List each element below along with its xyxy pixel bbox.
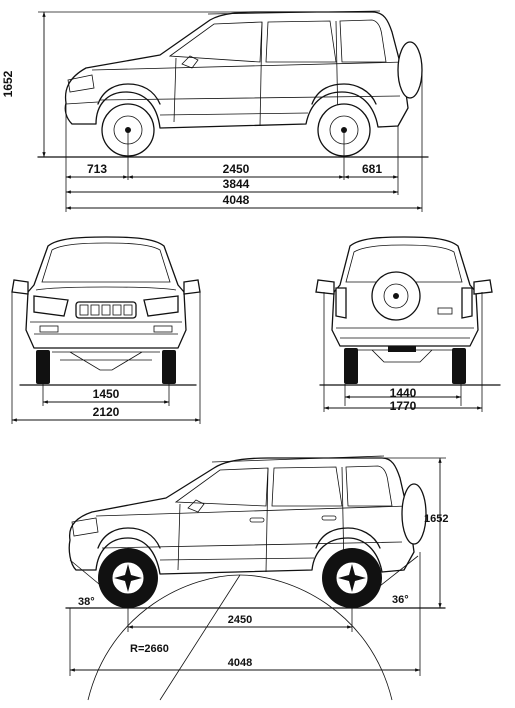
rear-spare-wheel [371, 271, 421, 321]
side-top-height-label: 1652 [1, 70, 15, 97]
total-length-bottom-label: 4048 [228, 657, 252, 669]
wheelbase-top-label: 2450 [223, 162, 250, 176]
side-view-top: 1652 713 2450 681 3844 4048 [1, 10, 429, 212]
front-body-outline [25, 236, 187, 349]
departure-angle-label: 36° [392, 594, 409, 606]
side-bottom-rear-wheel [322, 548, 382, 608]
rear-body-outline [331, 236, 479, 347]
side-body-outline [64, 11, 409, 129]
side-bottom-body-outline [68, 457, 415, 575]
side-bottom-front-wheel [98, 548, 158, 608]
rear-track-label: 1440 [390, 386, 417, 400]
side-view-bottom: 1652 38° 36° 2450 R=2660 4048 [65, 455, 448, 701]
front-width-label: 2120 [93, 405, 120, 419]
side-windows [168, 19, 387, 63]
rear-view: 1440 1770 [315, 236, 501, 413]
ramp-radius-label: R=2660 [130, 643, 169, 655]
side-bottom-height-label: 1652 [424, 513, 448, 525]
body-length-label: 3844 [223, 177, 250, 191]
approach-angle-label: 38° [78, 596, 95, 608]
rear-overhang-label: 681 [362, 162, 382, 176]
total-length-top-label: 4048 [223, 193, 250, 207]
side-bottom-spare-wheel [401, 483, 427, 545]
rear-width-label: 1770 [390, 399, 417, 413]
side-spare-wheel [397, 41, 423, 99]
wheelbase-bottom-label: 2450 [228, 614, 252, 626]
front-track-label: 1450 [93, 387, 120, 401]
front-overhang-label: 713 [87, 162, 107, 176]
front-view: 1450 2120 [11, 236, 201, 424]
